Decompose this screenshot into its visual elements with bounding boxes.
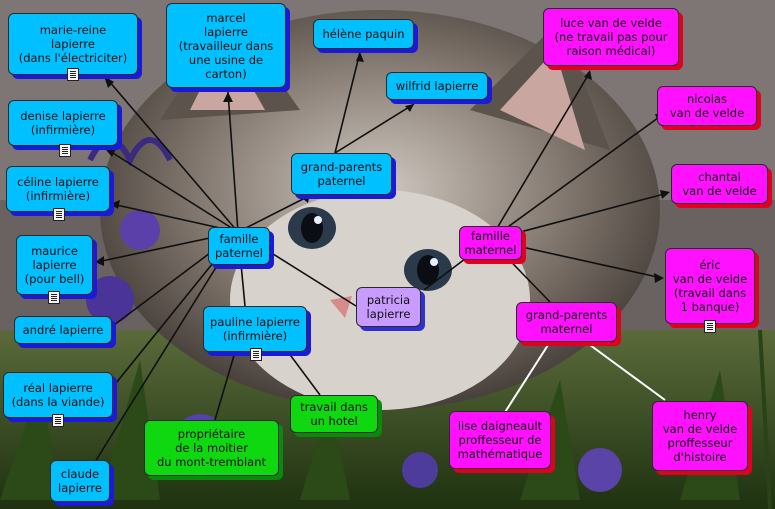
node-label: henry van de velde proffesseur d'histoir… — [663, 408, 737, 464]
node-label: hélène paquin — [322, 27, 404, 41]
note-icon[interactable] — [704, 320, 716, 333]
node-luce-van-de-velde[interactable]: luce van de velde (ne travail pas pour r… — [543, 8, 679, 66]
node-label: céline lapierre (infirmière) — [17, 175, 99, 203]
node-label: marie-reine lapierre (dans l'électricite… — [19, 23, 128, 65]
node-label: pauline lapierre (infirmière) — [210, 315, 300, 343]
node-denise-lapierre[interactable]: denise lapierre (infirmière) — [8, 100, 118, 146]
node-henry-van-de-velde[interactable]: henry van de velde proffesseur d'histoir… — [652, 401, 748, 471]
node-patricia-lapierre[interactable]: patricia lapierre — [356, 287, 421, 327]
node-famille-maternel[interactable]: famille maternel — [459, 226, 522, 260]
node-chantal-van-de-velde[interactable]: chantal van de velde — [671, 164, 768, 204]
maternal-connectors — [424, 72, 668, 302]
node-label: grand-parents paternel — [301, 160, 383, 188]
node-grand-parents-maternel[interactable]: grand-parents maternel — [516, 302, 617, 342]
node-claude-lapierre[interactable]: claude lapierre — [50, 460, 110, 502]
node-wilfrid-lapierre[interactable]: wilfrid lapierre — [386, 72, 488, 100]
note-icon[interactable] — [250, 348, 262, 361]
node-label: maurice lapierre (pour bell) — [25, 244, 85, 286]
node-proprietaire-mont-tremblant[interactable]: propriétaire de la moitier du mont-tremb… — [144, 420, 279, 476]
node-label: patricia lapierre — [367, 293, 411, 321]
grandparents-maternel-connectors — [500, 345, 665, 420]
note-icon[interactable] — [48, 291, 60, 304]
note-icon[interactable] — [67, 68, 79, 81]
note-icon[interactable] — [59, 144, 71, 157]
node-maurice-lapierre[interactable]: maurice lapierre (pour bell) — [16, 235, 93, 295]
node-label: travail dans un hotel — [300, 400, 368, 428]
node-label: nicolas van de velde — [670, 92, 744, 120]
node-label: andré lapierre — [23, 323, 104, 337]
node-pauline-lapierre[interactable]: pauline lapierre (infirmière) — [203, 306, 307, 352]
node-label: denise lapierre (infirmière) — [20, 109, 105, 137]
node-label: marcel lapierre (travailleur dans une us… — [179, 11, 274, 81]
node-andre-lapierre[interactable]: andré lapierre — [14, 316, 112, 344]
node-celine-lapierre[interactable]: céline lapierre (infirmière) — [6, 166, 110, 212]
node-label: famille paternel — [215, 232, 263, 260]
node-eric-van-de-velde[interactable]: éric van de velde (travail dans 1 banque… — [665, 248, 755, 324]
node-label: propriétaire de la moitier du mont-tremb… — [157, 427, 266, 469]
note-icon[interactable] — [53, 208, 65, 221]
node-label: réal lapierre (dans la viande) — [12, 381, 105, 409]
node-helene-paquin[interactable]: hélène paquin — [313, 19, 414, 49]
node-marcel-lapierre[interactable]: marcel lapierre (travailleur dans une us… — [166, 3, 286, 88]
node-marie-reine-lapierre[interactable]: marie-reine lapierre (dans l'électricite… — [8, 13, 138, 75]
node-label: éric van de velde (travail dans 1 banque… — [673, 258, 747, 314]
node-grand-parents-paternel[interactable]: grand-parents paternel — [291, 153, 392, 195]
node-travail-dans-un-hotel[interactable]: travail dans un hotel — [290, 395, 378, 433]
node-label: grand-parents maternel — [526, 308, 608, 336]
node-label: chantal van de velde — [682, 170, 756, 198]
node-label: wilfrid lapierre — [396, 79, 479, 93]
node-famille-paternel[interactable]: famille paternel — [208, 227, 270, 265]
node-label: lise daigneault proffesseur de mathémati… — [458, 419, 543, 461]
node-nicolas-van-de-velde[interactable]: nicolas van de velde — [657, 86, 757, 126]
node-label: luce van de velde (ne travail pas pour r… — [554, 16, 667, 58]
node-label: famille maternel — [465, 229, 517, 257]
node-real-lapierre[interactable]: réal lapierre (dans la viande) — [3, 372, 113, 418]
node-label: claude lapierre — [58, 467, 102, 495]
note-icon[interactable] — [52, 414, 64, 427]
node-lise-daigneault[interactable]: lise daigneault proffesseur de mathémati… — [449, 411, 551, 469]
